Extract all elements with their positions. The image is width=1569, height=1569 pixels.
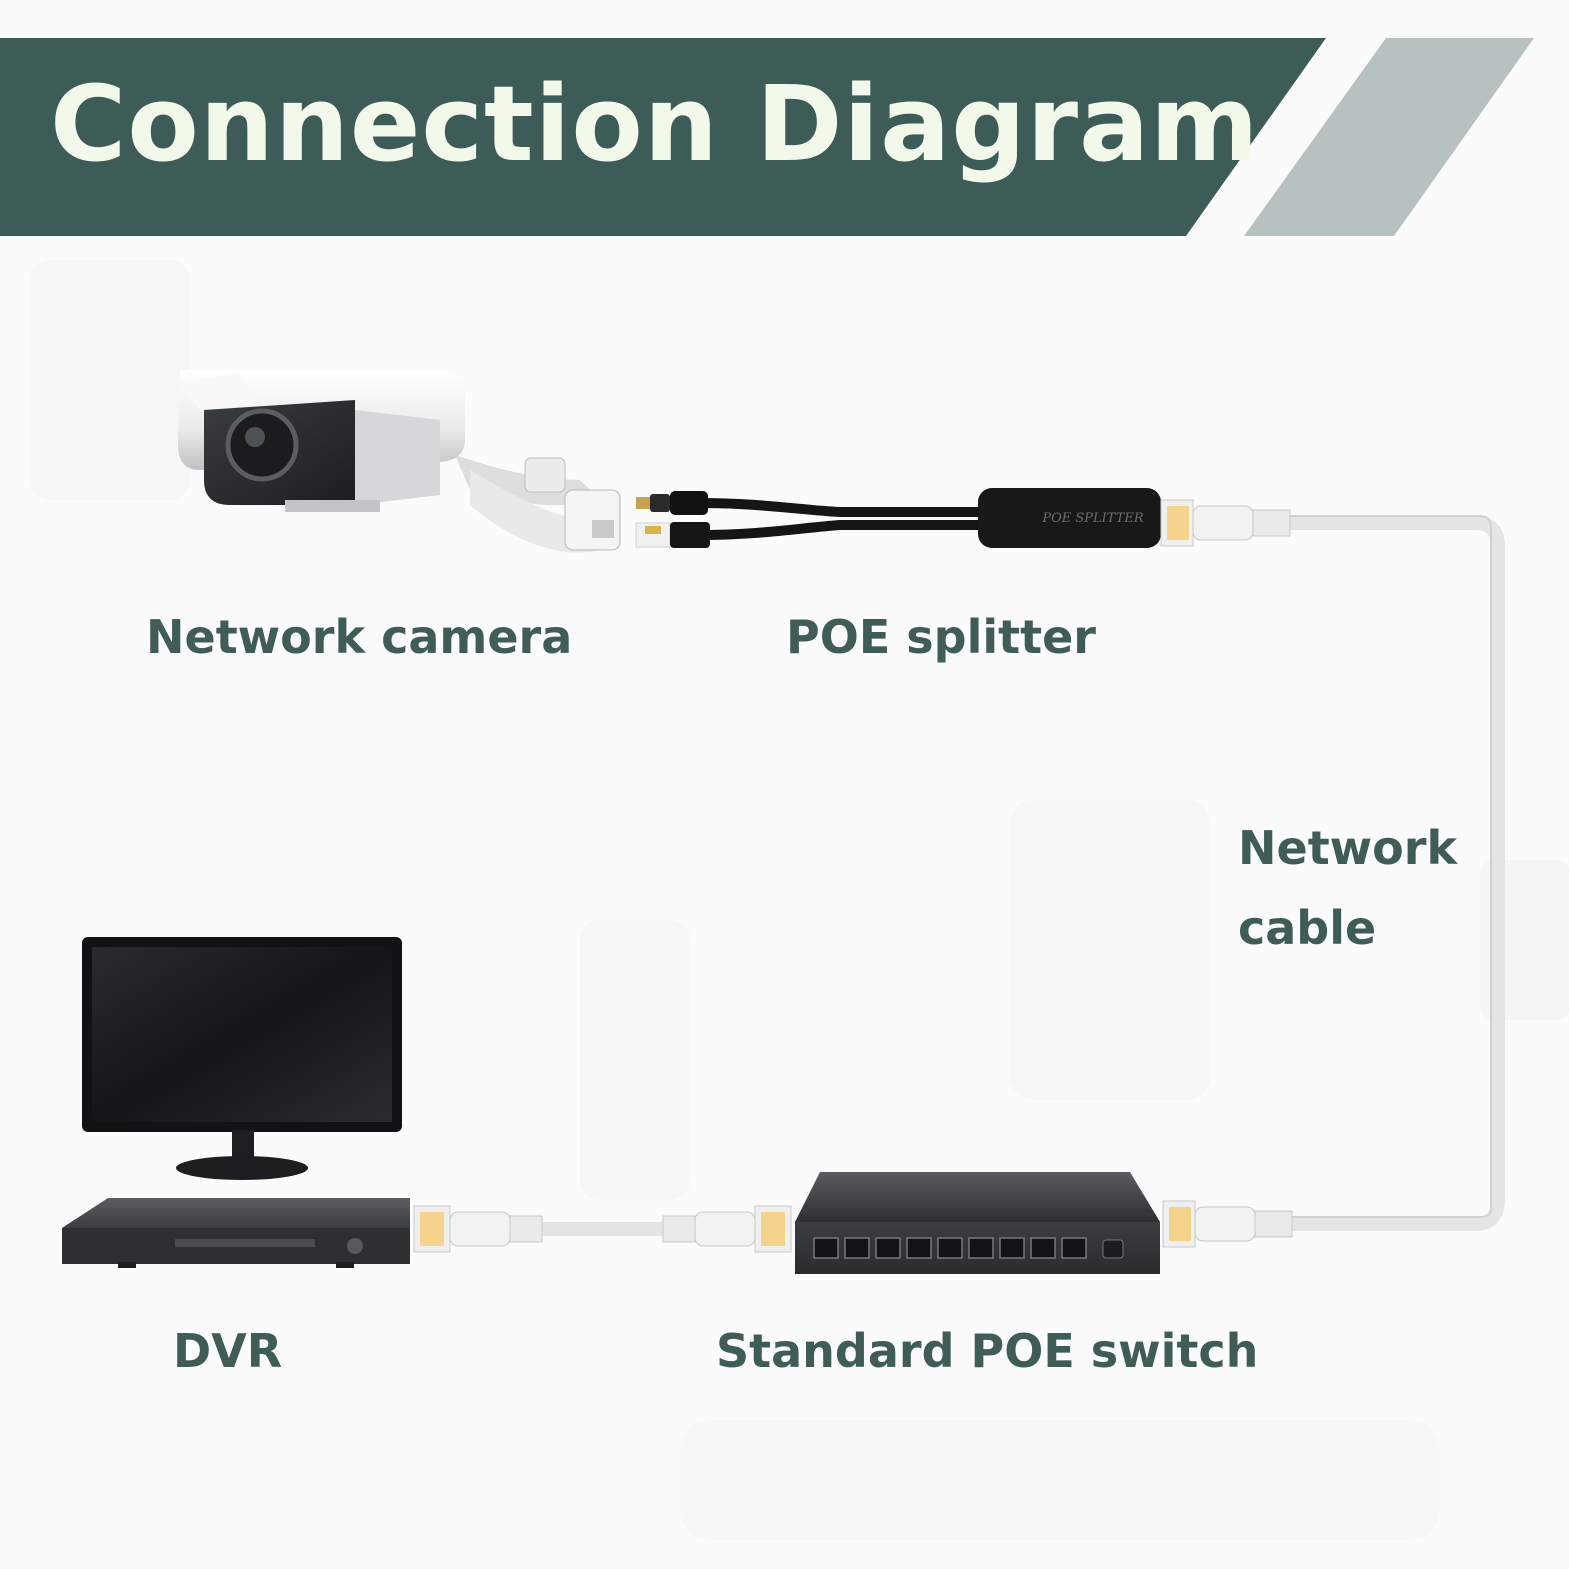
label-network-cable: Network cable [1238, 821, 1458, 955]
camera-lens [225, 408, 299, 482]
rj45-plug-splitter [1160, 499, 1291, 547]
label-poe-splitter: POE splitter [786, 610, 1096, 664]
network-camera [178, 370, 621, 553]
label-network-camera: Network camera [146, 610, 573, 664]
network-cable [533, 516, 1505, 1236]
rj45-plug-switch-right [1162, 1200, 1293, 1248]
cable-splitter-to-switch [1283, 516, 1505, 1231]
banner-main [0, 38, 1326, 236]
poe-switch [795, 1172, 1160, 1274]
switch-ports [813, 1237, 1087, 1259]
label-poe-switch: Standard POE switch [716, 1324, 1259, 1378]
poe-splitter: POE SPLITTER [635, 488, 1161, 548]
title-banner [0, 38, 1534, 236]
page-title: Connection Diagram [50, 63, 1260, 185]
monitor [82, 937, 402, 1180]
rj45-plug-switch-left [662, 1205, 792, 1253]
rj45-plug-dvr [413, 1205, 543, 1253]
splitter-marking: POE SPLITTER [1041, 511, 1144, 526]
banner-stripe [1244, 38, 1534, 236]
dvr-device [62, 1198, 410, 1268]
label-dvr: DVR [173, 1324, 283, 1378]
